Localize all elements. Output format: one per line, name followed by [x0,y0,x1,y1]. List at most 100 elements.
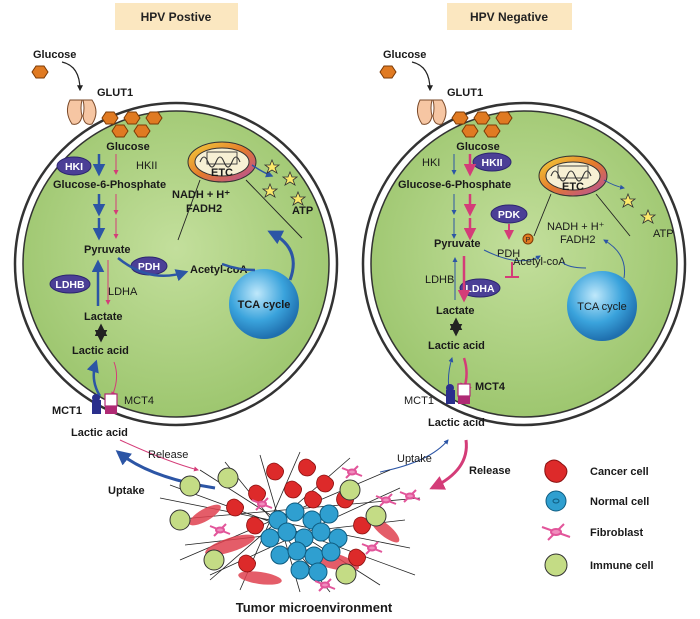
right-release-arrow [429,439,468,490]
cancer-cell-cluster [226,458,371,573]
glucose-hexagon-icon [31,65,49,79]
fibroblast-cells [209,465,421,592]
right-pdk-label: PDK [498,209,521,221]
right-atp-stars-icon [619,192,657,224]
right-mct1-transporter-icon [446,384,455,404]
left-release-arrow [119,439,199,472]
normal-cell-cluster [260,502,348,582]
left-hki-label: HKI [65,161,83,173]
left-etc-funnel-right [245,179,303,239]
legend-item-cancer-cell: Cancer cell [544,459,649,483]
legend-immune-cell-label: Immune cell [590,560,654,572]
immune-cell-icon [544,553,568,577]
right-mct4-label: MCT4 [475,381,506,393]
right-cell: Glucose GLUT1 Glucose HKI HKII Glucose-6… [361,49,687,429]
left-release-label: Release [148,449,188,461]
left-arrow-pyruvate-acetyl [117,257,189,282]
glucose-hexagon-icon [379,65,397,79]
right-mct1-label: MCT1 [404,395,434,407]
normal-cell-nucleus-icon [552,498,560,504]
right-tca-cycle-circle [567,271,637,341]
right-lactic-outside-label: Lactic acid [428,417,485,429]
right-etc-atp-arrow [603,179,625,190]
right-release-label: Release [469,465,511,477]
left-atp-label: ATP [292,205,313,217]
right-atp-label: ATP [653,228,674,240]
left-glut1-label: GLUT1 [97,87,133,99]
right-uptake-label: Uptake [397,453,432,465]
right-arrow-pyruvate-acetyl [483,249,541,262]
left-mct1-transporter-icon [92,394,101,414]
immune-cells [169,467,387,585]
left-ldhb-label: LDHB [55,279,85,291]
legend-normal-cell-label: Normal cell [590,496,649,508]
legend-item-immune-cell: Immune cell [544,553,654,577]
right-glut1-label: GLUT1 [447,87,483,99]
left-ldha-label: LDHA [108,286,138,298]
legend-fibroblast-label: Fibroblast [590,527,644,539]
left-glucose-outside: Glucose [33,49,76,61]
left-glucose-label: Glucose [106,141,149,153]
left-lactic-outside-label: Lactic acid [71,427,128,439]
left-lactate-label: Lactate [84,311,123,323]
right-hkii-label: HKII [482,157,503,169]
glut1-transporter-icon [66,99,97,125]
right-ldhb-label: LDHB [425,274,454,286]
right-mct4-transporter-icon [457,383,471,404]
right-acetyl-tca-link [561,261,587,269]
right-fadh2-label: FADH2 [560,234,595,246]
legend-item-normal-cell: Normal cell [545,490,649,512]
right-mitochondrion-icon [538,155,608,197]
cancer-cell-icon [544,459,568,483]
right-lactate-label: Lactate [436,305,475,317]
normal-cell-icon [545,490,567,512]
left-uptake-label: Uptake [108,485,145,497]
left-tca-label: TCA cycle [238,299,291,311]
header-right-bg [447,3,572,30]
left-mct4-label: MCT4 [124,395,154,407]
right-tca-to-etc-arrow [603,239,626,279]
left-lactic-inside-label: Lactic acid [72,345,129,357]
left-atp-stars-icon [261,158,307,206]
right-tca-label: TCA cycle [577,301,627,313]
left-hki-badge [56,156,92,176]
left-mct4-transporter-icon [104,393,118,414]
right-lactic-inside-label: Lactic acid [428,340,485,352]
left-pdh-label: PDH [138,261,160,273]
left-cell: Glucose GLUT1 Glucose HKI HKII Glucose-6… [13,49,339,439]
left-g6p-label: Glucose-6-Phosphate [53,179,166,191]
right-intracellular-glucose-icons [451,111,513,138]
left-tca-cycle-circle [229,269,299,339]
left-acetyl-tca-link [221,262,256,272]
right-pdh-label: PDH [497,248,520,260]
left-ldhb-badge [49,274,91,294]
right-ldha-label: LDHA [465,283,495,295]
fibroblast-icon [541,523,571,541]
left-nadh-label: NADH + H⁺ [172,189,230,201]
right-g6p-label: Glucose-6-Phosphate [398,179,511,191]
left-etc-atp-arrow [251,164,274,178]
left-mct1-label: MCT1 [52,405,82,417]
intracellular-glucose-icons [101,111,163,138]
header-right: HPV Negative [470,10,548,24]
left-acetylcoa-label: Acetyl-coA [190,264,248,276]
left-hkii-label: HKII [136,160,157,172]
right-hkii-badge [472,152,512,172]
header-left-bg [115,3,238,30]
left-pyruvate-label: Pyruvate [84,244,130,256]
right-glucose-outside: Glucose [383,49,426,61]
right-etc-funnel-left [533,193,552,237]
right-nadh-label: NADH + H⁺ [547,221,605,233]
right-glucose-label: Glucose [456,141,499,153]
legend: Cancer cell Normal cell Fibroblast Immun… [541,459,654,577]
right-phosphate-label: P [526,237,531,244]
right-pdk-badge [490,204,528,224]
legend-item-fibroblast: Fibroblast [541,523,644,541]
glucose-entry-arrow [61,61,83,92]
right-phosphate-icon [522,233,534,245]
right-etc-label: ETC [562,181,584,193]
left-mitochondrion-icon [187,141,257,183]
tumor-microenvironment-title: Tumor microenvironment [236,600,393,615]
right-glut1-transporter-icon [416,99,447,125]
